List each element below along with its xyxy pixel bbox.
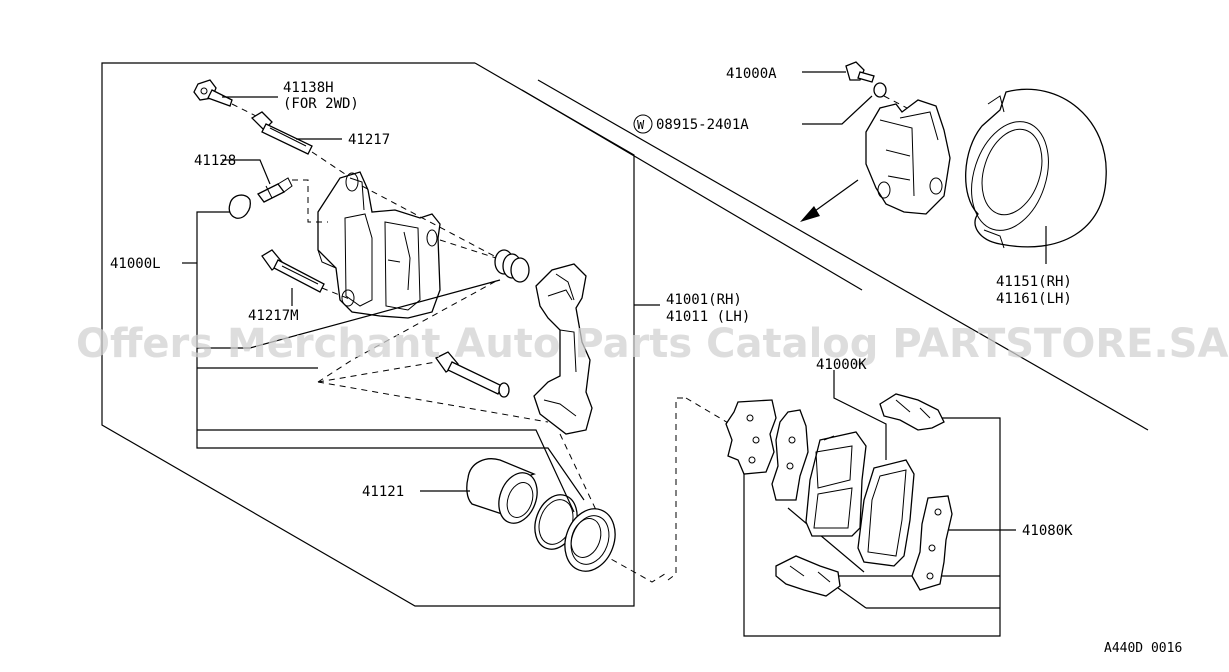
caliper-body-drawing — [317, 171, 441, 319]
label-41000k: 41000K — [816, 357, 867, 373]
label-41138h-note: (FOR 2WD) — [283, 96, 359, 112]
caliper-bracket-drawing — [533, 263, 593, 435]
label-41217m: 41217M — [248, 308, 299, 324]
sleeve-pin-drawing — [317, 351, 510, 398]
pad-shim-41080k-drawing — [911, 495, 953, 591]
label-41011-lh: 41011 (LH) — [666, 309, 750, 325]
washer-symbol-letter: W — [637, 118, 645, 132]
label-41128: 41128 — [194, 153, 236, 169]
leader-lines-shield — [802, 71, 1047, 264]
brake-pad-inner-drawing — [805, 431, 867, 537]
section-divider-lines — [521, 79, 1149, 431]
pad-retainer-bottom-drawing — [775, 555, 841, 597]
bolt-41138h-drawing — [193, 79, 261, 119]
guide-pin-41217m-drawing — [261, 249, 353, 301]
pad-shim-right-drawing — [771, 409, 809, 501]
label-41080k: 41080K — [1022, 523, 1073, 539]
splash-shield-drawing — [965, 88, 1107, 249]
washer-symbol-circle — [633, 114, 653, 134]
label-41161-lh: 41161(LH) — [996, 291, 1072, 307]
caliper-assembled-view-drawing — [865, 99, 951, 215]
bleeder-screw-41128-drawing — [228, 177, 328, 223]
assembly-dashed-lines — [317, 185, 669, 583]
label-41217: 41217 — [348, 132, 390, 148]
direction-arrow — [800, 179, 859, 222]
label-41000a: 41000A — [726, 66, 777, 82]
label-41138h: 41138H — [283, 80, 334, 96]
brake-pad-outer-drawing — [857, 459, 915, 567]
guide-pin-41217-drawing — [250, 111, 349, 177]
pad-shim-left-drawing — [725, 399, 777, 475]
label-41121: 41121 — [362, 484, 404, 500]
caliper-assembly-frame — [101, 62, 635, 607]
piston-41121-drawing — [466, 458, 538, 524]
label-41151-rh: 41151(RH) — [996, 274, 1072, 290]
watermark-text: Offers Merchant Auto Parts Catalog PARTS… — [76, 321, 1228, 367]
label-08915-2401a: 08915-2401A — [656, 117, 749, 133]
label-41001-rh: 41001(RH) — [666, 292, 742, 308]
dust-boot-drawing — [439, 239, 530, 283]
piston-boot-drawing — [564, 508, 616, 572]
figure-code: A440D 0016 — [1104, 641, 1182, 656]
label-41000l: 41000L — [110, 256, 161, 272]
pad-retainer-top-drawing — [879, 393, 945, 431]
leader-lines-caliper — [182, 96, 660, 513]
bolt-41000a-drawing — [845, 61, 931, 121]
